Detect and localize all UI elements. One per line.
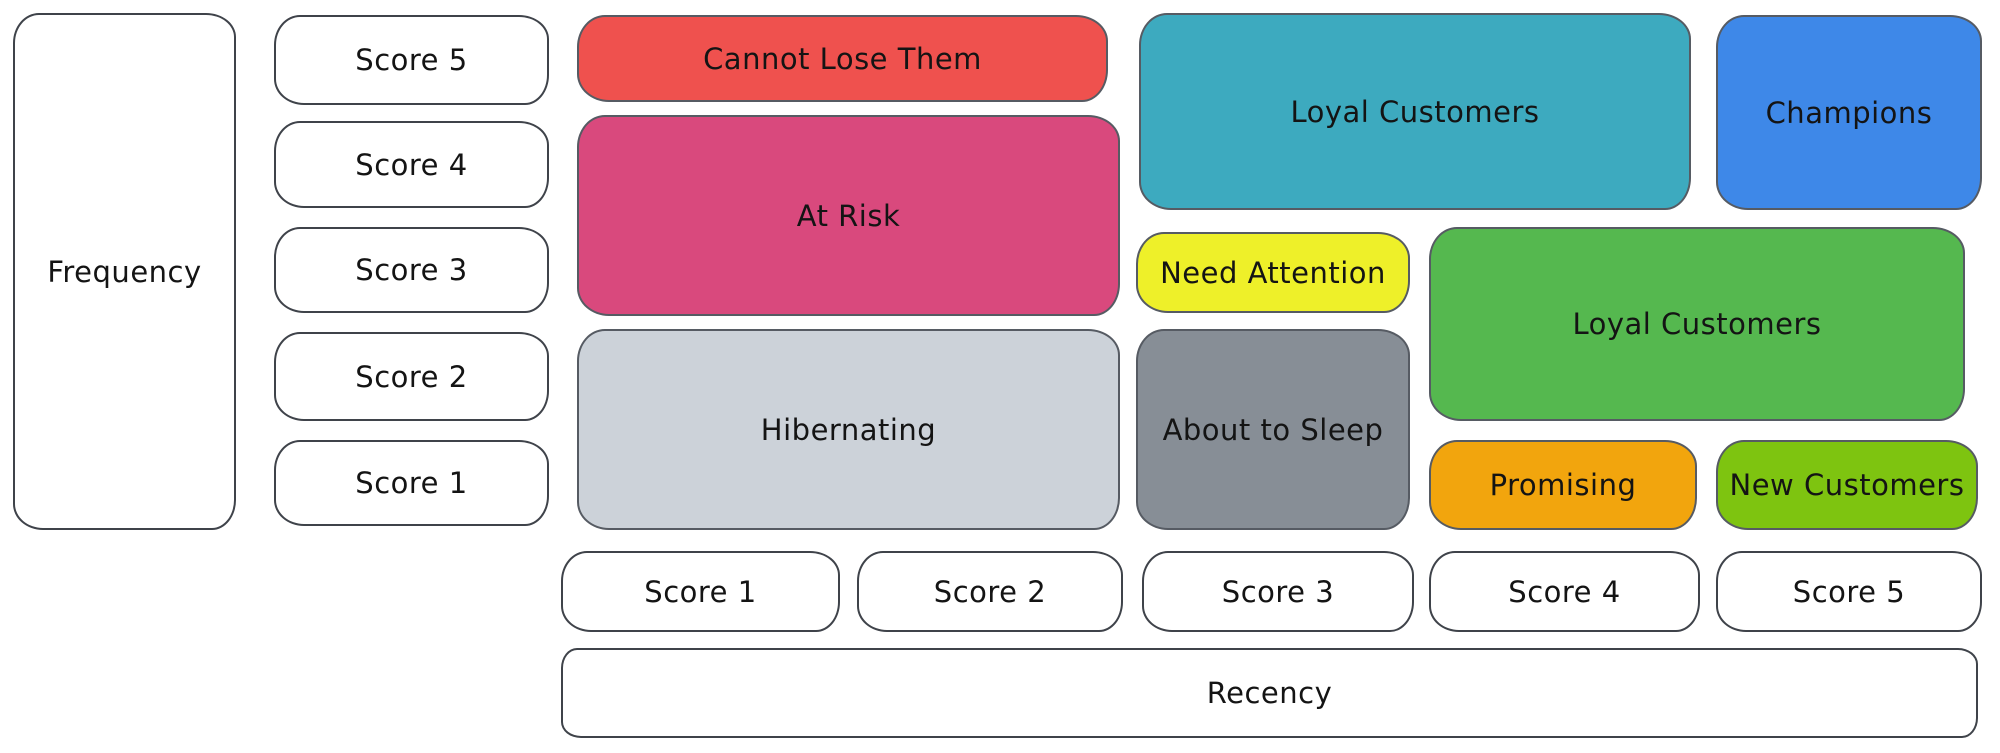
frequency-score-1: Score 1 — [274, 440, 549, 526]
segment-about-to-sleep-label: About to Sleep — [1162, 412, 1384, 447]
segment-cannot-lose-them-label: Cannot Lose Them — [703, 41, 982, 76]
segment-loyal-customers-green-label: Loyal Customers — [1572, 307, 1822, 341]
segment-hibernating: Hibernating — [577, 329, 1120, 530]
segment-at-risk-label: At Risk — [796, 198, 901, 233]
segment-cannot-lose-them: Cannot Lose Them — [577, 15, 1108, 102]
recency-score-3-text: Score 3 — [1221, 574, 1335, 609]
frequency-score-1-text: Score 1 — [355, 466, 468, 500]
recency-score-2: Score 2 — [857, 551, 1123, 632]
segment-new-customers-label: New Customers — [1729, 468, 1965, 502]
segment-new-customers: New Customers — [1716, 440, 1978, 530]
recency-axis-label: Recency — [561, 648, 1978, 738]
segment-promising: Promising — [1429, 440, 1697, 530]
segment-champions: Champions — [1716, 15, 1982, 210]
segment-need-attention: Need Attention — [1136, 232, 1410, 313]
segment-loyal-customers-green: Loyal Customers — [1429, 227, 1965, 421]
recency-score-1: Score 1 — [561, 551, 840, 632]
frequency-score-4: Score 4 — [274, 121, 549, 208]
segment-promising-label: Promising — [1489, 468, 1637, 502]
recency-axis-text: Recency — [1206, 676, 1333, 710]
frequency-axis-text: Frequency — [47, 254, 202, 289]
segment-about-to-sleep: About to Sleep — [1136, 329, 1410, 530]
frequency-score-2: Score 2 — [274, 332, 549, 421]
segment-hibernating-label: Hibernating — [760, 412, 937, 447]
recency-score-1-text: Score 1 — [644, 574, 757, 609]
segment-need-attention-label: Need Attention — [1160, 255, 1386, 290]
recency-score-5-text: Score 5 — [1792, 574, 1906, 609]
frequency-score-3-text: Score 3 — [355, 253, 468, 287]
frequency-score-5: Score 5 — [274, 15, 549, 105]
segment-loyal-customers-teal: Loyal Customers — [1139, 13, 1691, 210]
segment-at-risk: At Risk — [577, 115, 1120, 316]
segment-champions-label: Champions — [1765, 95, 1933, 130]
frequency-axis-label: Frequency — [13, 13, 236, 530]
frequency-score-2-text: Score 2 — [355, 359, 468, 394]
segment-loyal-customers-teal-label: Loyal Customers — [1290, 94, 1540, 129]
recency-score-4-text: Score 4 — [1508, 574, 1621, 609]
recency-score-4: Score 4 — [1429, 551, 1700, 632]
frequency-score-5-text: Score 5 — [355, 43, 468, 77]
frequency-score-4-text: Score 4 — [355, 147, 468, 182]
recency-score-5: Score 5 — [1716, 551, 1982, 632]
frequency-score-3: Score 3 — [274, 227, 549, 313]
recency-score-3: Score 3 — [1142, 551, 1414, 632]
recency-score-2-text: Score 2 — [933, 574, 1047, 609]
